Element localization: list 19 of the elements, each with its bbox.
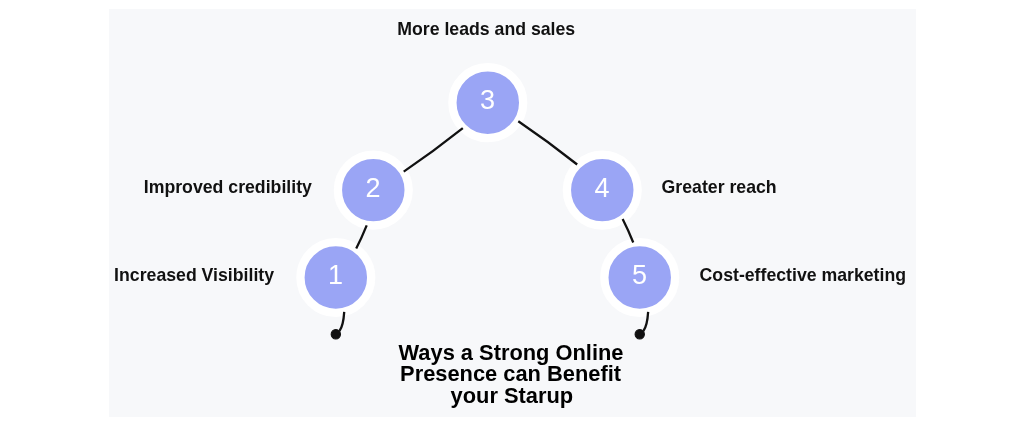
node-label: Improved credibility xyxy=(143,176,312,197)
node-circle: 1 xyxy=(295,237,375,317)
node-label: More leads and sales xyxy=(396,18,575,39)
connector xyxy=(402,126,464,173)
node-circle xyxy=(634,328,645,339)
node-label: Increased Visibility xyxy=(113,264,274,285)
diagram-title: Ways a Strong Online Presence can Benefit your Starup xyxy=(398,339,623,408)
node-circle: 5 xyxy=(599,237,679,317)
node-label: Greater reach xyxy=(661,176,777,197)
node-circle: 3 xyxy=(447,62,527,142)
connector xyxy=(641,311,649,332)
connector xyxy=(621,218,634,243)
connector xyxy=(337,311,345,332)
connector xyxy=(517,119,578,165)
connector xyxy=(354,224,368,249)
node-circle: 2 xyxy=(333,150,413,230)
node-circle: 4 xyxy=(562,150,642,230)
node-label: Cost-effective marketing xyxy=(699,264,906,285)
node-circle xyxy=(330,328,341,339)
